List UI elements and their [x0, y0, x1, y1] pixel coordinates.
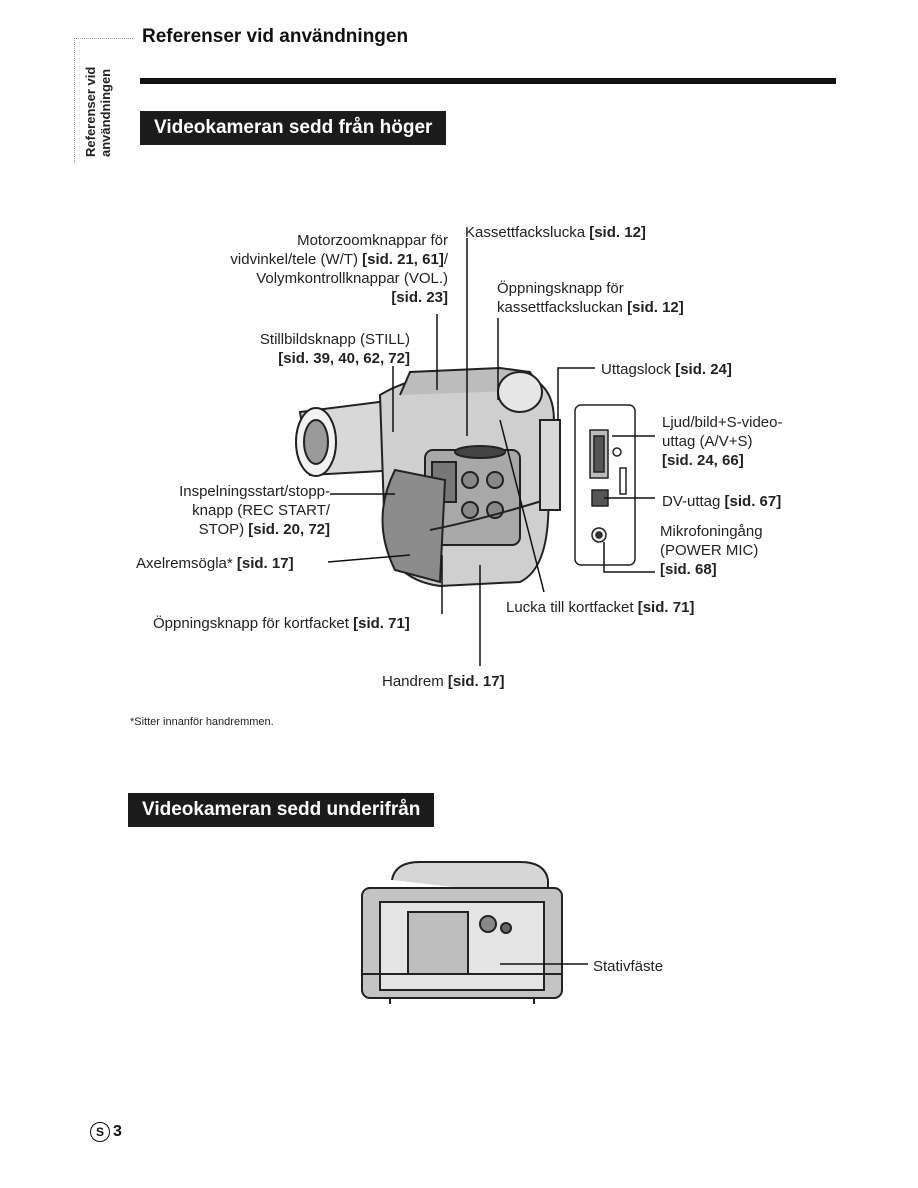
label-terminal-cover: Uttagslock [sid. 24] — [601, 360, 732, 379]
header-rule — [140, 78, 836, 84]
label-cassette-lid: Kassettfackslucka [sid. 12] — [465, 223, 646, 242]
label-rec-button: Inspelningsstart/stopp- knapp (REC START… — [120, 482, 330, 539]
label-tripod-socket: Stativfäste — [593, 958, 664, 975]
label-mic-ref: [sid. 68] — [660, 561, 717, 578]
camcorder-right-illustration — [295, 366, 561, 588]
label-dv-text: DV-uttag — [662, 493, 725, 510]
label-card-lid-ref: [sid. 71] — [637, 599, 695, 616]
label-zoom-slash: / — [443, 251, 448, 268]
label-open-button-text: kassettfacksluckan — [497, 299, 628, 316]
label-still-line1: Stillbildsknapp (STILL) — [259, 331, 410, 348]
page-number-value: 3 — [113, 1123, 122, 1141]
label-still-button: Stillbildsknapp (STILL) [sid. 39, 40, 62… — [210, 330, 410, 368]
label-card-lid: Lucka till kortfacket [sid. 71] — [506, 598, 694, 617]
section-bottom-view-title: Videokameran sedd underifrån — [128, 793, 435, 827]
label-rec-ref: [sid. 20, 72] — [248, 521, 330, 538]
language-marker: S — [90, 1122, 110, 1142]
camcorder-bottom-illustration — [361, 861, 563, 1004]
label-hand-strap-ref: [sid. 17] — [447, 673, 505, 690]
label-av-s-line2: uttag (A/V+S) — [662, 433, 753, 450]
label-zoom-line1: Motorzoomknappar för — [297, 232, 448, 249]
label-volume-line: Volymkontrollknappar (VOL.) — [256, 270, 448, 287]
label-cassette-lid-text: Kassettfackslucka — [465, 224, 590, 241]
label-strap-ref: [sid. 17] — [236, 555, 294, 572]
footnote: *Sitter innanför handremmen. — [130, 716, 274, 728]
label-dv-ref: [sid. 67] — [724, 493, 782, 510]
section-right-view-title: Videokameran sedd från höger — [140, 111, 447, 145]
label-zoom-ref: [sid. 21, 61] — [362, 251, 444, 268]
label-dv-terminal: DV-uttag [sid. 67] — [662, 492, 781, 511]
label-card-lid-text: Lucka till kortfacket — [506, 599, 638, 616]
label-av-s-line1: Ljud/bild+S-video- — [662, 414, 783, 431]
label-volume-ref: [sid. 23] — [391, 289, 448, 306]
label-mic-line1: Mikrofoningång — [660, 523, 763, 540]
label-zoom-text: vidvinkel/tele (W/T) — [230, 251, 363, 268]
label-av-s-ref: [sid. 24, 66] — [662, 452, 744, 469]
label-rec-line2: knapp (REC START/ — [192, 502, 330, 519]
label-card-button-text: Öppningsknapp för kortfacket — [153, 615, 354, 632]
label-card-button-ref: [sid. 71] — [353, 615, 410, 632]
label-strap-text: Axelremsögla* — [136, 555, 237, 572]
label-zoom-buttons: Motorzoomknappar för vidvinkel/tele (W/T… — [170, 231, 448, 307]
label-terminal-cover-text: Uttagslock — [601, 361, 676, 378]
label-shoulder-strap-eyelet: Axelremsögla* [sid. 17] — [136, 554, 294, 573]
label-rec-line1: Inspelningsstart/stopp- — [179, 483, 330, 500]
page-title: Referenser vid användningen — [142, 26, 409, 47]
label-hand-strap: Handrem [sid. 17] — [382, 672, 505, 691]
label-zoom-line2: vidvinkel/tele (W/T) [sid. 21, 61]/ — [170, 250, 448, 269]
leader-lines — [327, 238, 655, 666]
label-open-button-ref: [sid. 12] — [627, 299, 684, 316]
label-terminal-cover-ref: [sid. 24] — [675, 361, 732, 378]
label-hand-strap-text: Handrem — [382, 673, 448, 690]
label-cassette-lid-ref: [sid. 12] — [589, 224, 646, 241]
label-open-button: Öppningsknapp för kassettfacksluckan [si… — [497, 279, 684, 317]
label-av-s-terminal: Ljud/bild+S-video- uttag (A/V+S) [sid. 2… — [662, 413, 783, 470]
side-tab: Referenser vid användningen — [74, 38, 133, 163]
label-mic-input: Mikrofoningång (POWER MIC) [sid. 68] — [660, 522, 763, 579]
label-still-ref: [sid. 39, 40, 62, 72] — [278, 350, 410, 367]
terminal-panel-illustration — [574, 404, 636, 566]
label-card-open-button: Öppningsknapp för kortfacket [sid. 71] — [153, 614, 410, 633]
label-open-button-line1: Öppningsknapp för — [497, 280, 624, 297]
label-rec-text: STOP) — [198, 521, 249, 538]
label-mic-line2: (POWER MIC) — [660, 542, 759, 559]
